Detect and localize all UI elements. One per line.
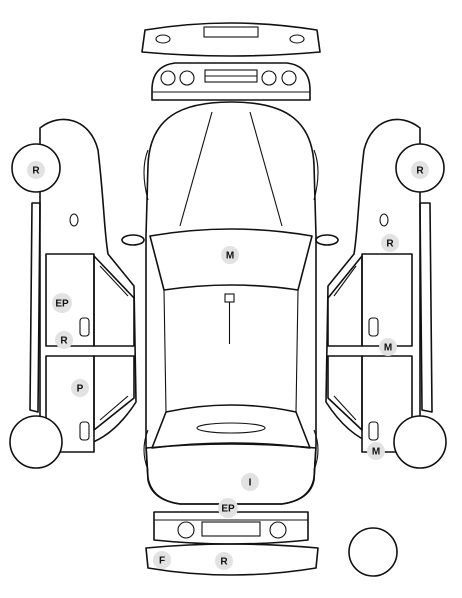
marker-code: R — [220, 557, 228, 568]
marker-badge — [379, 338, 397, 356]
marker-badge — [218, 498, 238, 518]
marker-code: EP — [55, 299, 69, 310]
marker-code: I — [249, 478, 252, 489]
marker-badge — [241, 473, 259, 491]
damage-marker-right-rear-door[interactable]: M — [367, 442, 385, 460]
marker-badge — [71, 379, 89, 397]
marker-code: P — [77, 384, 84, 395]
damage-marker-right-side-upper[interactable]: R — [381, 234, 399, 252]
car-body-top-view — [121, 101, 339, 505]
damage-marker-right-front-door[interactable]: M — [379, 338, 397, 356]
damage-marker-left-front-door-upper[interactable]: EP — [52, 293, 72, 313]
damage-marker-rear-bumper-left[interactable]: F — [153, 551, 171, 569]
marker-badge — [411, 161, 429, 179]
damage-marker-left-rear-door[interactable]: P — [71, 379, 89, 397]
spare-wheel — [348, 527, 398, 577]
marker-badge — [221, 246, 239, 264]
front-bumper — [141, 22, 321, 57]
marker-code: F — [159, 556, 165, 567]
rear-bumper — [145, 543, 319, 576]
damage-marker-hood[interactable]: M — [221, 246, 239, 264]
right-side-view — [325, 118, 447, 469]
marker-code: M — [226, 251, 234, 262]
damage-markers: R R R M EP R P M M I EP F R — [27, 161, 429, 570]
marker-code: R — [60, 336, 68, 347]
marker-code: R — [32, 166, 40, 177]
front-grille — [151, 62, 311, 101]
marker-code: R — [386, 239, 394, 250]
marker-code: R — [416, 166, 424, 177]
marker-code: M — [372, 447, 380, 458]
marker-badge — [215, 552, 233, 570]
marker-badge — [381, 234, 399, 252]
marker-code: M — [384, 343, 392, 354]
marker-badge — [55, 331, 73, 349]
marker-badge — [367, 442, 385, 460]
damage-marker-trunk[interactable]: I — [241, 473, 259, 491]
damage-marker-right-rear-wheel[interactable]: R — [411, 161, 429, 179]
damage-marker-left-front-door-lower[interactable]: R — [55, 331, 73, 349]
marker-badge — [52, 293, 72, 313]
marker-badge — [153, 551, 171, 569]
damage-marker-rear-bumper-upper[interactable]: EP — [218, 498, 238, 518]
marker-code: EP — [221, 504, 235, 515]
damage-marker-rear-bumper-center[interactable]: R — [215, 552, 233, 570]
marker-badge — [27, 161, 45, 179]
damage-marker-left-rear-wheel[interactable]: R — [27, 161, 45, 179]
